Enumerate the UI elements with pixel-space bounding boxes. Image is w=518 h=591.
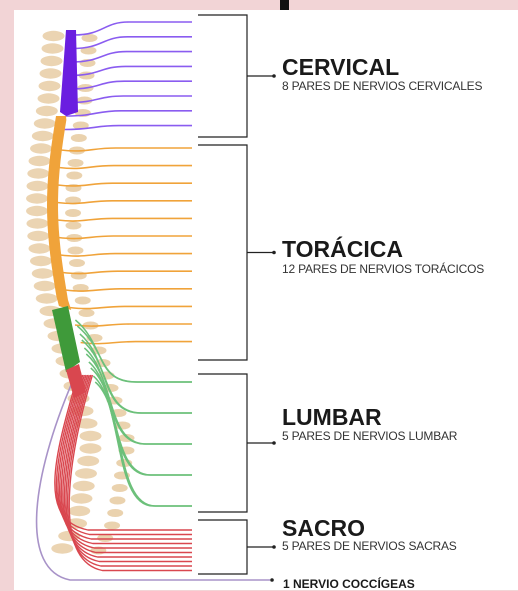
vertebra-body [73, 481, 95, 491]
vertebra-body [79, 443, 101, 453]
vertebra-body [27, 168, 49, 178]
lumbar-subtitle: 5 PARES DE NERVIOS LUMBAR [282, 430, 457, 442]
vertebra-body [32, 268, 54, 278]
thoracic-bracket-pointer-dot [272, 251, 276, 255]
vertebra-body [38, 93, 60, 103]
vertebra-process [65, 222, 81, 230]
vertebra-process [75, 297, 91, 305]
vertebra-process [69, 259, 85, 267]
vertebra-body [30, 256, 52, 266]
coccygeal-pointer-dot [270, 578, 274, 582]
vertebra-body [80, 431, 102, 441]
vertebra-body [28, 243, 50, 253]
cervical-title: CERVICAL [282, 56, 399, 79]
vertebra-process [82, 34, 98, 42]
vertebra-process [68, 159, 84, 167]
vertebra-body [41, 56, 63, 66]
sacral-bracket [198, 520, 247, 574]
vertebra-body [34, 281, 56, 291]
vertebra-process [67, 247, 83, 255]
sacral-bracket-pointer-dot [272, 545, 276, 549]
lumbar-bracket [198, 374, 247, 512]
vertebra-body [75, 468, 97, 478]
thoracic-nerve [57, 218, 192, 221]
vertebra-body [43, 31, 65, 41]
cervical-bracket-pointer-dot [272, 74, 276, 78]
vertebra-body [34, 118, 56, 128]
vertebra-body [26, 193, 48, 203]
vertebra-body [36, 106, 58, 116]
vertebra-body [39, 81, 61, 91]
vertebra-body [26, 206, 48, 216]
vertebra-body [68, 506, 90, 516]
vertebra-process [107, 509, 123, 517]
thoracic-nerve [81, 342, 192, 344]
thoracic-nerve [60, 254, 192, 256]
sacral-cord-segment [66, 364, 86, 398]
vertebra-process [66, 172, 82, 180]
lumbar-nerve [86, 354, 192, 444]
thoracic-title: TORÁCICA [282, 238, 403, 261]
vertebra-body [26, 218, 48, 228]
vertebra-body [26, 181, 48, 191]
vertebra-body [27, 231, 49, 241]
vertebra-process [104, 522, 120, 530]
lumbar-title: LUMBAR [282, 406, 382, 429]
cervical-subtitle: 8 PARES DE NERVIOS CERVICALES [282, 80, 482, 92]
vertebra-process [65, 209, 81, 217]
vertebra-process [71, 134, 87, 142]
vertebra-body [29, 156, 51, 166]
cervical-nerve [70, 66, 192, 75]
lumbar-bracket-pointer-dot [272, 441, 276, 445]
vertebra-body [70, 493, 92, 503]
thoracic-bracket [198, 145, 247, 360]
sacral-title: SACRO [282, 517, 365, 540]
thoracic-nerve [69, 306, 192, 308]
section-brackets [198, 15, 276, 574]
vertebra-process [109, 497, 125, 505]
thoracic-subtitle: 12 PARES DE NERVIOS TORÁCICOS [282, 263, 484, 275]
cervical-cord-segment [60, 30, 78, 116]
cervical-bracket [198, 15, 247, 137]
vertebra-body [30, 143, 52, 153]
vertebra-body [51, 543, 73, 553]
vertebra-body [36, 293, 58, 303]
vertebra-body [32, 131, 54, 141]
sacral-subtitle: 5 PARES DE NERVIOS SACRAS [282, 540, 457, 552]
cervical-nerve [74, 22, 192, 35]
vertebra-body [77, 456, 99, 466]
vertebra-body [42, 43, 64, 53]
thoracic-nerve [58, 183, 192, 186]
vertebra-process [112, 484, 128, 492]
coccygeal-label: 1 NERVIO COCCÍGEAS [283, 577, 415, 591]
vertebra-process [79, 309, 95, 317]
vertebra-body [40, 68, 62, 78]
